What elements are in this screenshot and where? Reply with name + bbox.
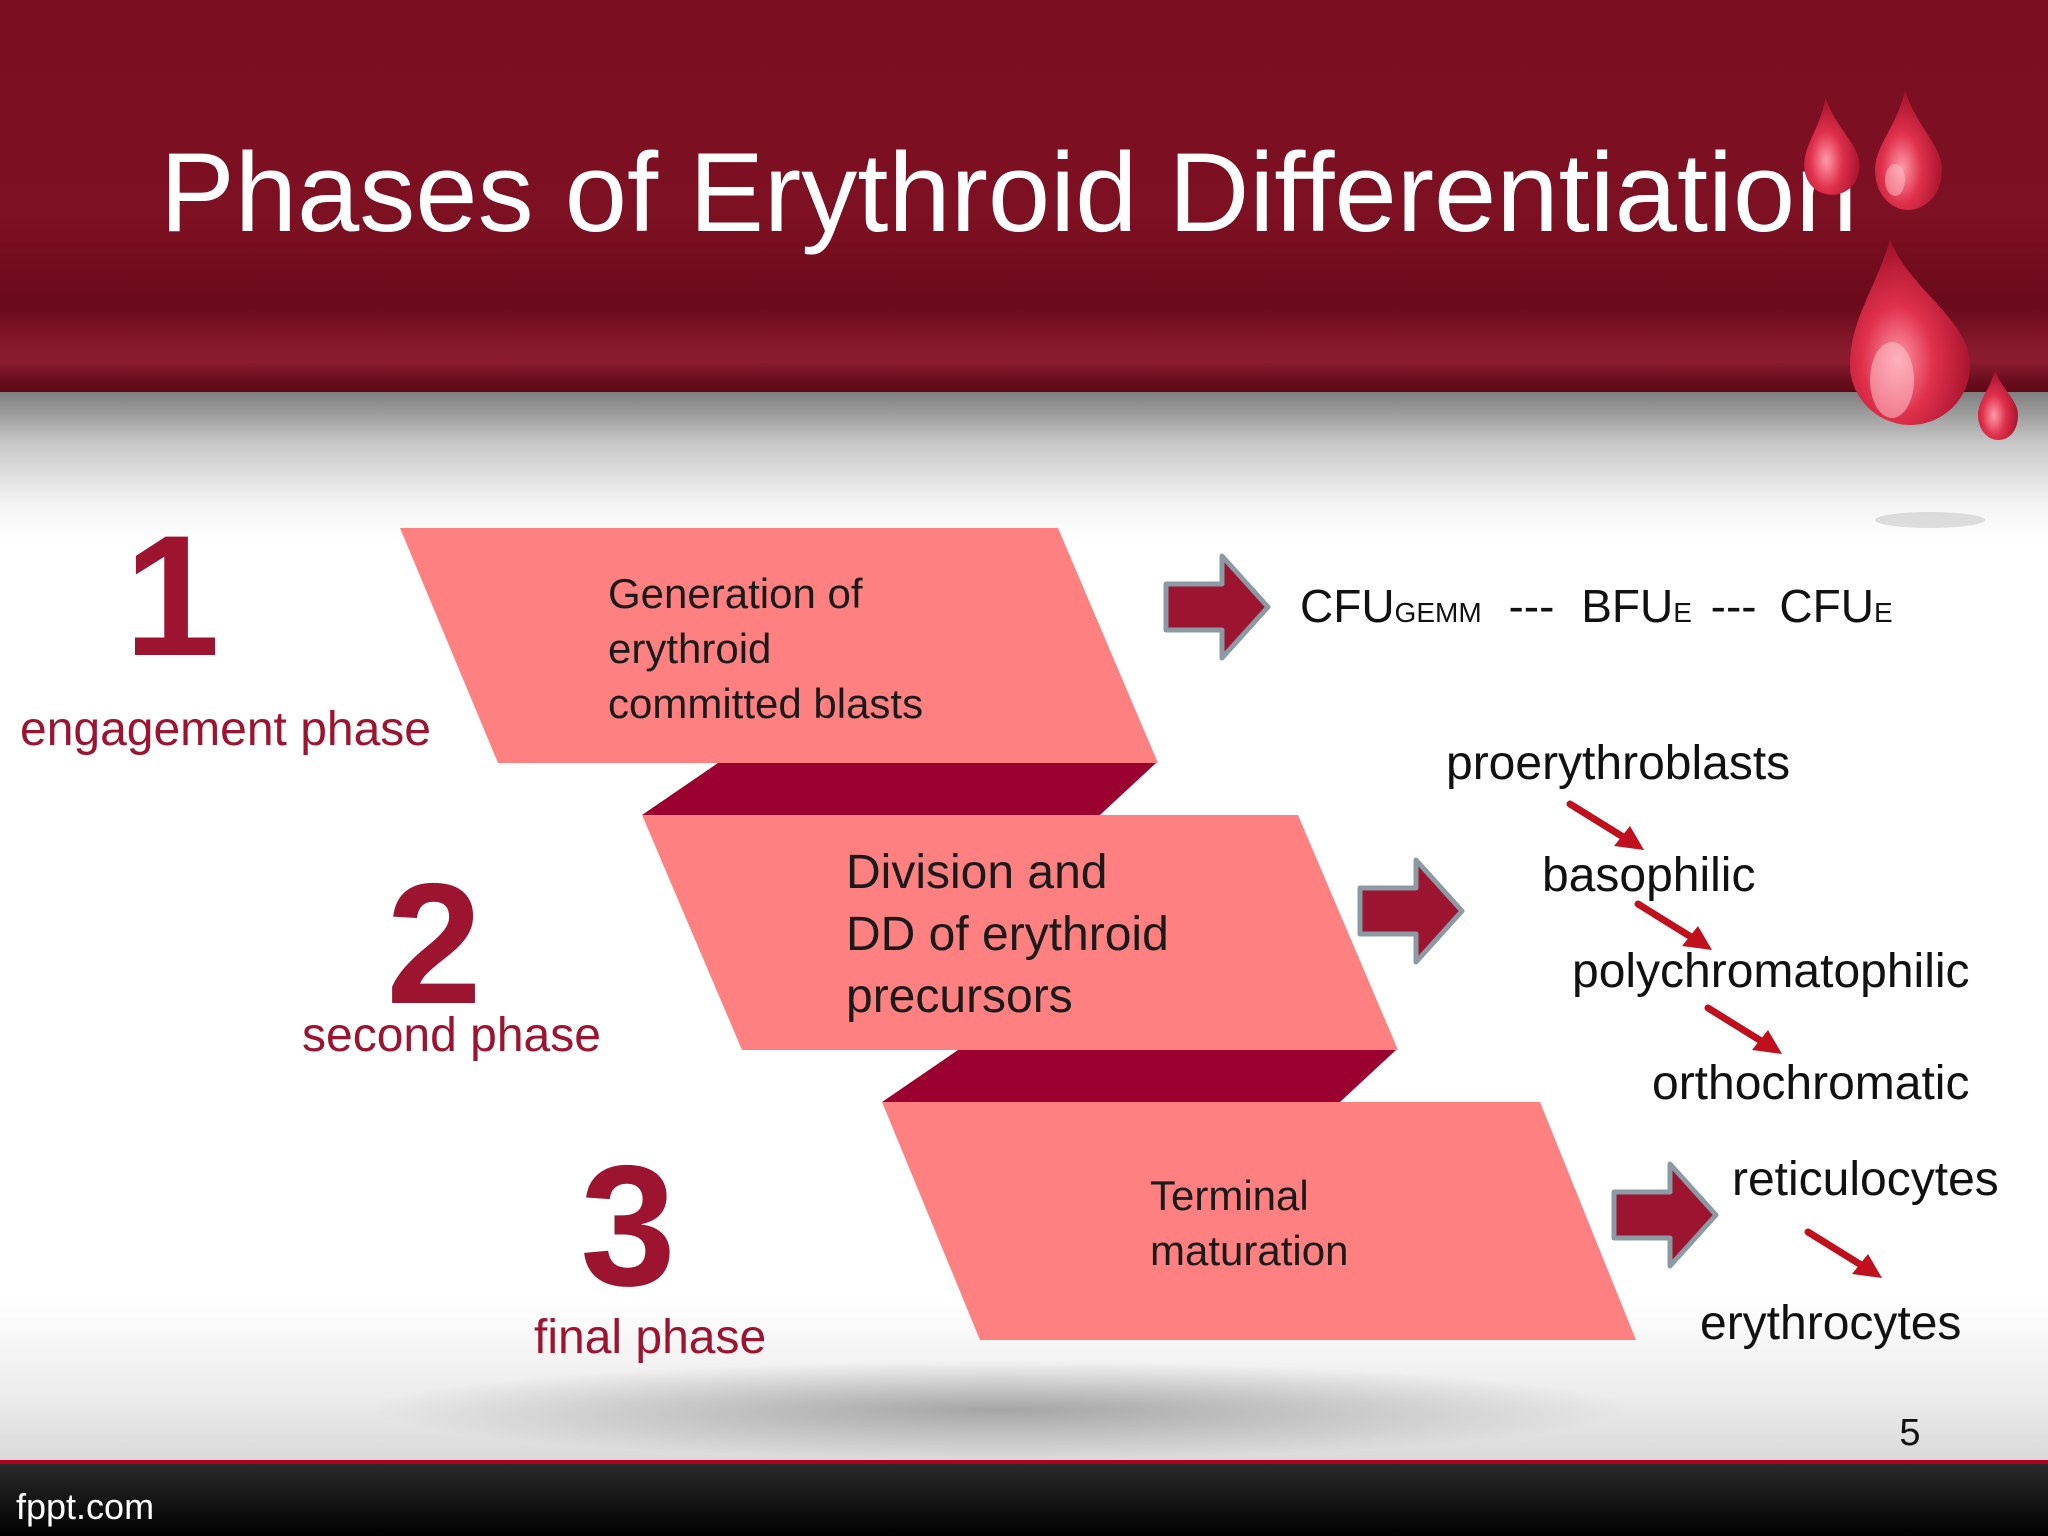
right-arrow-icon [1611, 1161, 1719, 1269]
cfu-e: CFU [1779, 580, 1874, 632]
title-banner-shade [0, 318, 2048, 392]
separator: --- [1710, 580, 1757, 632]
footer-brand: fppt.com [16, 1486, 155, 1527]
phase-box-3-text: Terminal maturation [1150, 1172, 1349, 1274]
bfu-e: BFU [1581, 580, 1674, 632]
cfu-gemm: CFU [1300, 580, 1395, 632]
cfu-gemm-sub: GEMM [1394, 597, 1482, 628]
down-right-arrow-icon [1704, 1004, 1782, 1054]
phase-box-2-text: Division and DD of erythroid precursors [846, 846, 1169, 1023]
phase-number-2: 2 [386, 848, 482, 1040]
connector-2-3 [882, 1050, 1396, 1102]
blood-drop-icon [1804, 90, 2018, 528]
down-right-arrow-icon [1634, 900, 1712, 950]
gray-gradient-band [0, 392, 2048, 542]
phase-label-1: engagement phase [20, 703, 431, 756]
down-right-arrow-icon [1566, 800, 1644, 850]
bfu-e-sub: E [1673, 597, 1692, 628]
cfu-e-sub: E [1873, 597, 1893, 628]
separator: --- [1508, 580, 1555, 632]
right-arrow-icon [1357, 857, 1465, 965]
page-number: 5 [1899, 1412, 1921, 1454]
cell-erythrocytes: erythrocytes [1700, 1297, 1962, 1350]
down-right-arrow-icon [1804, 1228, 1882, 1278]
footer-bar [0, 1464, 2048, 1536]
phase-box-1-text: Generation of erythroid committed blasts [608, 570, 924, 727]
precursor-polychromatophilic: polychromatophilic [1572, 945, 1970, 998]
cell-reticulocytes: reticulocytes [1732, 1153, 1999, 1206]
footer-accent-line [0, 1460, 2048, 1464]
phase1-output: CFUGEMM --- BFUE --- CFUE [1300, 578, 1893, 641]
right-arrow-icon [1163, 553, 1271, 661]
precursor-proerythroblasts: proerythroblasts [1446, 737, 1791, 790]
phase-label-3: final phase [534, 1311, 767, 1364]
phase-number-1: 1 [124, 500, 220, 692]
phase-number-3: 3 [580, 1130, 676, 1322]
precursor-orthochromatic: orthochromatic [1652, 1057, 1970, 1110]
connector-1-2 [642, 763, 1156, 815]
slide-title: Phases of Erythroid Differentiation [160, 130, 1858, 255]
precursor-basophilic: basophilic [1542, 849, 1756, 902]
phase-label-2: second phase [302, 1009, 601, 1062]
